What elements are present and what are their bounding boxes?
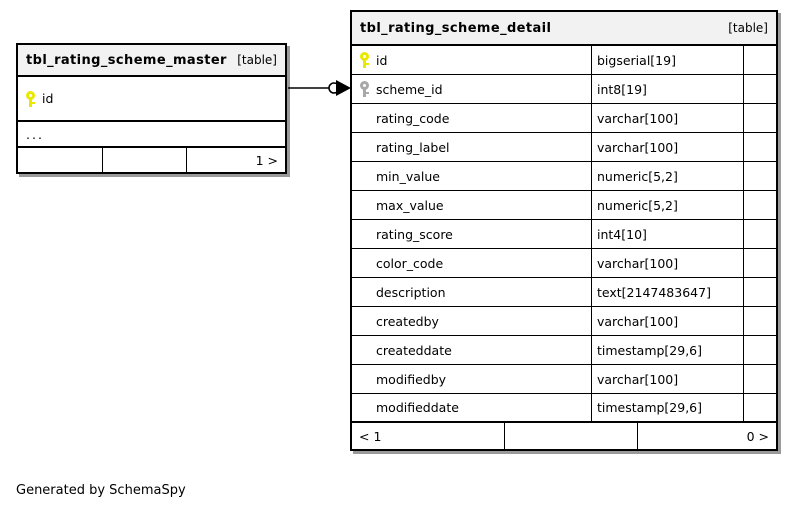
column-name-cell: description	[352, 278, 591, 306]
table-row[interactable]: color_code varchar[100]	[352, 249, 776, 278]
footer-outgoing-count[interactable]: 0 >	[637, 423, 776, 449]
column-name: createddate	[376, 342, 452, 358]
footer-outgoing-count[interactable]: 1 >	[186, 148, 285, 172]
column-name: max_value	[376, 197, 444, 213]
column-name-cell: rating_label	[352, 133, 591, 161]
column-name-cell: rating_score	[352, 220, 591, 248]
column-extra	[743, 278, 776, 306]
table-kind-label: [table]	[728, 21, 768, 35]
column-type: varchar[100]	[591, 365, 743, 393]
column-name: id	[42, 91, 54, 106]
table-row[interactable]: rating_label varchar[100]	[352, 133, 776, 162]
column-name-cell: modifieddate	[352, 394, 591, 421]
table-row[interactable]: modifiedby varchar[100]	[352, 365, 776, 394]
table-row[interactable]: createdby varchar[100]	[352, 307, 776, 336]
table-row[interactable]: createddate timestamp[29,6]	[352, 336, 776, 365]
table-footer: 1 >	[18, 148, 285, 172]
table-columns: id	[18, 77, 285, 122]
table-footer: < 1 0 >	[352, 423, 776, 449]
column-name: modifieddate	[376, 400, 459, 415]
column-type: varchar[100]	[591, 133, 743, 161]
zero-cardinality-circle	[328, 82, 340, 94]
column-extra	[743, 133, 776, 161]
table-row[interactable]: max_value numeric[5,2]	[352, 191, 776, 220]
column-name-cell: modifiedby	[352, 365, 591, 393]
column-type: numeric[5,2]	[591, 162, 743, 190]
column-name: description	[376, 284, 446, 300]
primary-key-icon	[360, 52, 369, 68]
column-type: numeric[5,2]	[591, 191, 743, 219]
column-type: bigserial[19]	[591, 46, 743, 74]
column-extra	[743, 46, 776, 74]
column-extra	[743, 336, 776, 364]
table-columns: id bigserial[19] scheme_id int8[19]	[352, 46, 776, 423]
column-name: rating_code	[376, 110, 450, 126]
column-extra	[743, 220, 776, 248]
column-name: color_code	[376, 255, 444, 271]
column-name-cell: min_value	[352, 162, 591, 190]
table-row[interactable]: id bigserial[19]	[352, 46, 776, 75]
column-type: int8[19]	[591, 75, 743, 103]
column-name: id	[376, 52, 388, 68]
footer-incoming-count[interactable]	[18, 148, 102, 172]
column-name: createdby	[376, 313, 439, 329]
column-name-cell: scheme_id	[352, 75, 591, 103]
column-name: scheme_id	[376, 81, 443, 97]
column-type: timestamp[29,6]	[591, 394, 743, 421]
table-header: tbl_rating_scheme_detail [table]	[352, 12, 776, 46]
table-row[interactable]: id	[18, 77, 285, 122]
column-name-cell: id	[352, 46, 591, 74]
column-name-cell: createddate	[352, 336, 591, 364]
column-type: varchar[100]	[591, 104, 743, 132]
table-row[interactable]: modifieddate timestamp[29,6]	[352, 394, 776, 423]
table-tbl_rating_scheme_detail[interactable]: tbl_rating_scheme_detail [table] id bigs…	[350, 10, 778, 451]
column-name: rating_score	[376, 226, 453, 242]
primary-key-icon	[26, 90, 35, 107]
crowsfoot-arrow-icon	[336, 80, 351, 96]
table-tbl_rating_scheme_master[interactable]: tbl_rating_scheme_master [table] id ... …	[16, 43, 287, 174]
table-row[interactable]: scheme_id int8[19]	[352, 75, 776, 104]
column-name: rating_label	[376, 139, 450, 155]
column-name-cell: id	[18, 77, 285, 120]
generated-by-credit: Generated by SchemaSpy	[16, 483, 186, 498]
table-row[interactable]: rating_score int4[10]	[352, 220, 776, 249]
column-name: modifiedby	[376, 371, 447, 387]
table-header: tbl_rating_scheme_master [table]	[18, 45, 285, 77]
table-title: tbl_rating_scheme_detail	[360, 20, 552, 36]
column-type: int4[10]	[591, 220, 743, 248]
column-extra	[743, 365, 776, 393]
column-type: varchar[100]	[591, 249, 743, 277]
table-row[interactable]: min_value numeric[5,2]	[352, 162, 776, 191]
column-type: timestamp[29,6]	[591, 336, 743, 364]
table-kind-label: [table]	[237, 53, 277, 67]
footer-middle	[504, 423, 637, 449]
footer-incoming-count[interactable]: < 1	[359, 428, 382, 444]
column-name-cell: createdby	[352, 307, 591, 335]
table-row[interactable]: rating_code varchar[100]	[352, 104, 776, 133]
table-title: tbl_rating_scheme_master	[26, 52, 227, 68]
column-name-cell: max_value	[352, 191, 591, 219]
column-name-cell: color_code	[352, 249, 591, 277]
column-extra	[743, 249, 776, 277]
column-extra	[743, 104, 776, 132]
footer-middle	[102, 148, 186, 172]
column-extra	[743, 191, 776, 219]
column-extra	[743, 162, 776, 190]
table-row[interactable]: description text[2147483647]	[352, 278, 776, 307]
column-type: text[2147483647]	[591, 278, 743, 306]
ellipsis-text: ...	[26, 126, 44, 142]
column-extra	[743, 75, 776, 103]
column-name: min_value	[376, 168, 440, 184]
foreign-key-icon	[360, 81, 369, 97]
column-type: varchar[100]	[591, 307, 743, 335]
more-columns-ellipsis: ...	[18, 122, 285, 148]
column-extra	[743, 307, 776, 335]
column-extra	[743, 394, 776, 421]
column-name-cell: rating_code	[352, 104, 591, 132]
